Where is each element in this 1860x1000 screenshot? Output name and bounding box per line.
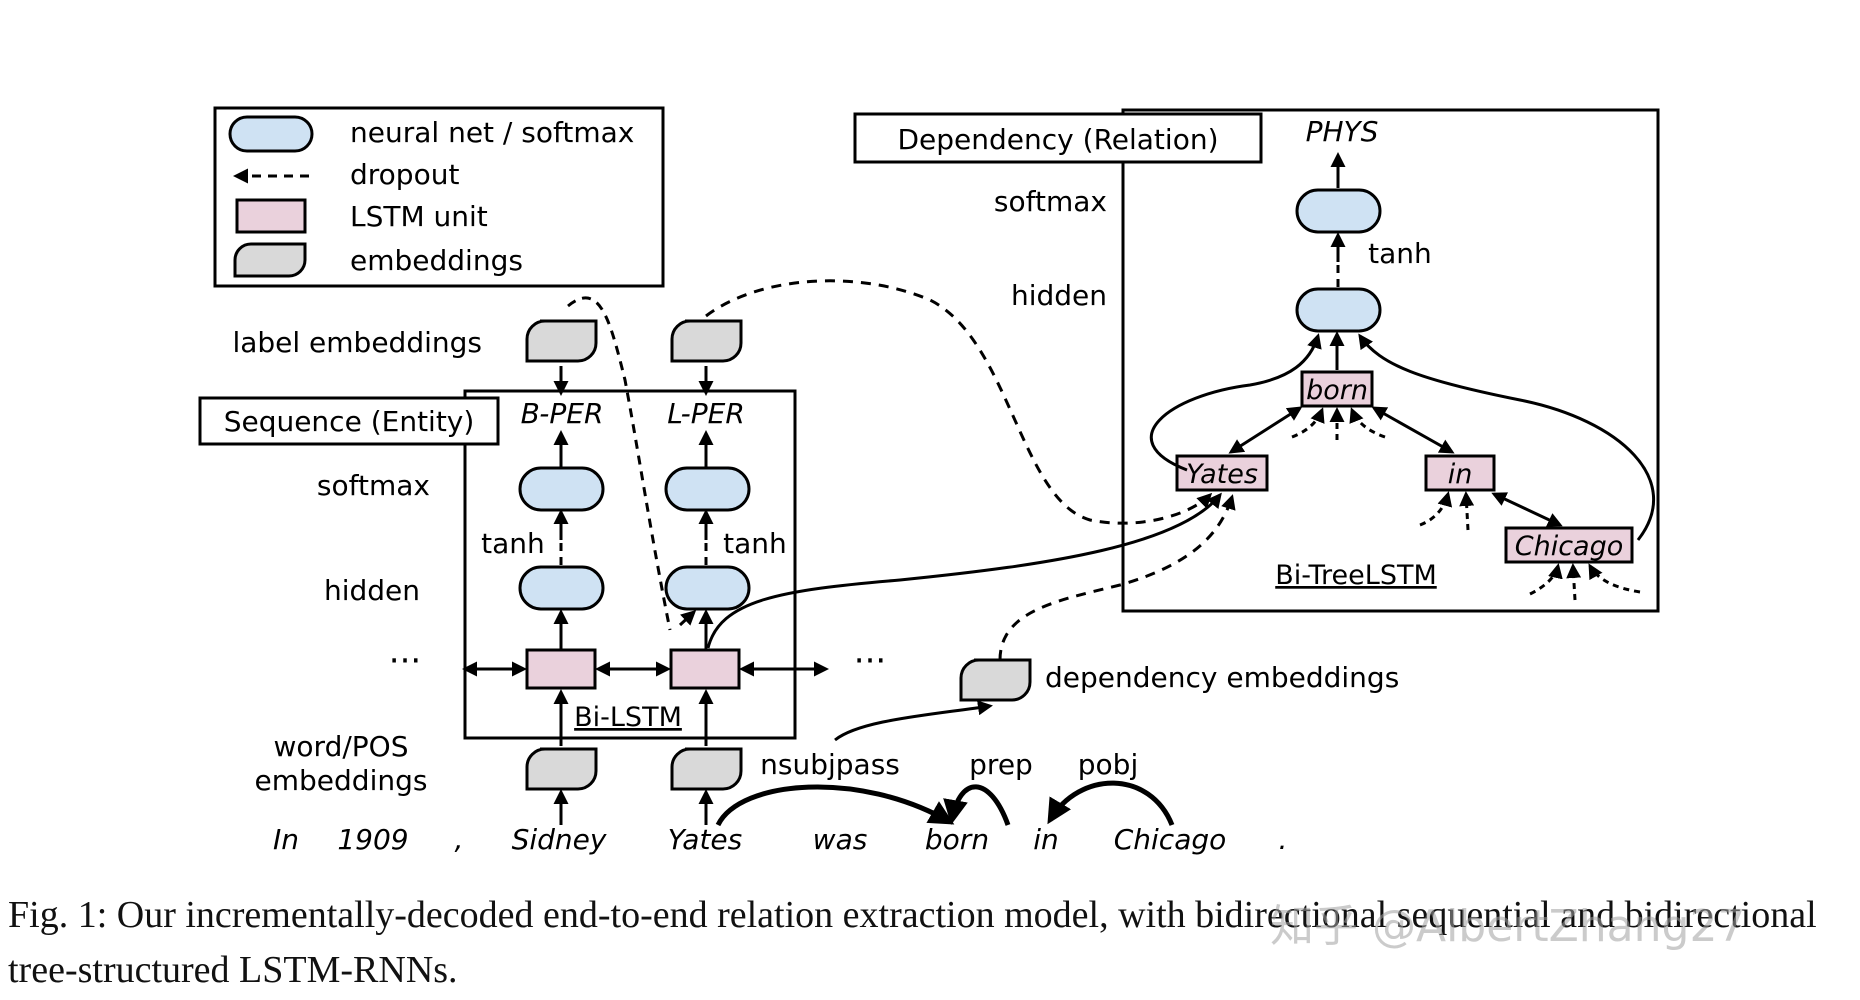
sentence: In 1909 , Sidney Yates was born in Chica… bbox=[273, 823, 1287, 856]
sentence-word: was bbox=[813, 823, 868, 856]
legend-label-neural-net: neural net / softmax bbox=[350, 116, 634, 149]
hidden-node-2 bbox=[664, 565, 751, 611]
bilstm-label: Bi-LSTM bbox=[574, 702, 682, 733]
relation-extraction-diagram: neural net / softmax dropout LSTM unit e… bbox=[198, 106, 1660, 856]
row-label-hidden-seq: hidden bbox=[324, 574, 420, 607]
arc-prep bbox=[943, 784, 1011, 826]
softmax-node-1 bbox=[518, 466, 605, 512]
hidden-node-1 bbox=[518, 565, 605, 611]
figure-caption: Fig. 1: Our incrementally-decoded end-to… bbox=[8, 894, 1817, 991]
edge-lstm-to-yates bbox=[706, 492, 1222, 649]
label-l-per: L-PER bbox=[667, 397, 745, 430]
tanh-label-seq-2: tanh bbox=[723, 527, 787, 560]
tree-node-yates-label: Yates bbox=[1186, 459, 1258, 490]
phys-label: PHYS bbox=[1306, 115, 1379, 148]
label-b-per: B-PER bbox=[521, 397, 604, 430]
dropout-born-3 bbox=[1349, 407, 1386, 439]
edge-in-chicago bbox=[1491, 492, 1563, 527]
tree-node-in bbox=[1424, 454, 1496, 492]
dep-softmax-node bbox=[1295, 188, 1382, 234]
legend-label-embeddings: embeddings bbox=[350, 244, 523, 277]
row-label-label-embeddings: label embeddings bbox=[232, 326, 482, 359]
edge-nsubjpass-to-depemb bbox=[834, 700, 993, 742]
arc-pobj bbox=[1047, 780, 1175, 826]
dep-label-nsubjpass: nsubjpass bbox=[760, 748, 900, 781]
embeddings-legend-icon bbox=[233, 242, 307, 278]
sequence-entity-module: Sequence (Entity) B-PER L-PER bbox=[198, 296, 829, 825]
sequence-title-box bbox=[198, 396, 500, 446]
tanh-label-dep: tanh bbox=[1368, 237, 1432, 270]
dropout-curve-label-to-lstm bbox=[567, 296, 672, 631]
dropout-born-1 bbox=[1291, 407, 1325, 439]
dependency-embedding bbox=[959, 658, 1032, 702]
watermark: 知乎 @AlbertZhang27 bbox=[1270, 901, 1746, 952]
label-embedding-b bbox=[525, 319, 598, 363]
tree-node-chicago bbox=[1504, 526, 1634, 564]
arc-nsubjpass bbox=[715, 784, 955, 827]
dropout-chicago-2 bbox=[1566, 563, 1582, 601]
sentence-word: Yates bbox=[668, 823, 742, 856]
sentence-word: born bbox=[925, 823, 989, 856]
dropout-chicago-3 bbox=[1588, 563, 1641, 594]
sentence-word: Sidney bbox=[512, 823, 607, 856]
sentence-word: Chicago bbox=[1114, 823, 1227, 856]
sequence-box bbox=[463, 389, 797, 740]
edge-chicago-to-hidden bbox=[1358, 333, 1656, 541]
sequence-title: Sequence (Entity) bbox=[224, 405, 475, 438]
word-embedding-yates bbox=[670, 747, 743, 791]
sentence-word: In bbox=[273, 823, 299, 856]
label-embedding-l bbox=[670, 319, 743, 363]
edge-yates-to-hidden bbox=[1149, 333, 1322, 472]
bitreelstm-label: Bi-TreeLSTM bbox=[1275, 560, 1437, 591]
dropout-chicago-1 bbox=[1529, 563, 1563, 596]
dependency-title-box bbox=[853, 112, 1263, 164]
dep-label-prep: prep bbox=[969, 748, 1033, 781]
sentence-word: 1909 bbox=[337, 823, 408, 856]
row-label-word-pos-embeddings: embeddings bbox=[255, 764, 428, 797]
dropout-arrow-hidden2 bbox=[678, 609, 697, 627]
sentence-word: . bbox=[1279, 823, 1288, 856]
tree-node-born bbox=[1300, 370, 1374, 408]
tree-node-chicago-label: Chicago bbox=[1515, 531, 1624, 562]
edge-in-born bbox=[1371, 406, 1455, 454]
lstm-unit-legend-icon bbox=[235, 198, 307, 234]
dependency-box bbox=[1121, 108, 1660, 613]
tree-node-yates bbox=[1175, 454, 1269, 492]
dropout-in-2 bbox=[1459, 491, 1475, 531]
dropout-curve-label-to-yates bbox=[705, 279, 1213, 525]
dropout-in-1 bbox=[1419, 491, 1453, 527]
legend-label-lstm-unit: LSTM unit bbox=[350, 200, 488, 233]
sequence-dots-right: ··· bbox=[854, 641, 886, 681]
sequence-dots-left: ··· bbox=[389, 641, 421, 681]
row-label-softmax-dep: softmax bbox=[994, 185, 1107, 218]
row-label-softmax-seq: softmax bbox=[317, 469, 430, 502]
edge-yates-born bbox=[1228, 406, 1303, 454]
row-label-dependency-embeddings: dependency embeddings bbox=[1045, 661, 1399, 694]
dropout-curve-depemb-to-yates bbox=[998, 494, 1236, 661]
dependency-relation-module: Dependency (Relation) PHYS softmax hidde… bbox=[853, 108, 1660, 613]
dep-label-pobj: pobj bbox=[1078, 748, 1138, 781]
word-embedding-sidney bbox=[525, 747, 598, 791]
lstm-unit-2 bbox=[669, 648, 741, 690]
row-label-word-pos: word/POS bbox=[274, 730, 409, 763]
dependency-title: Dependency (Relation) bbox=[898, 123, 1219, 156]
row-label-hidden-dep: hidden bbox=[1011, 279, 1107, 312]
sentence-word: in bbox=[1033, 823, 1059, 856]
legend-label-dropout: dropout bbox=[350, 158, 459, 191]
dep-hidden-node bbox=[1295, 287, 1382, 333]
legend: neural net / softmax dropout LSTM unit e… bbox=[213, 106, 665, 288]
softmax-node-2 bbox=[664, 466, 751, 512]
lstm-unit-1 bbox=[525, 648, 597, 690]
tanh-label-seq-1: tanh bbox=[481, 527, 545, 560]
neural-net-legend-icon bbox=[228, 115, 314, 153]
sentence-word: , bbox=[455, 823, 464, 856]
tree-node-born-label: born bbox=[1306, 375, 1368, 406]
tree-node-in-label: in bbox=[1448, 459, 1473, 490]
